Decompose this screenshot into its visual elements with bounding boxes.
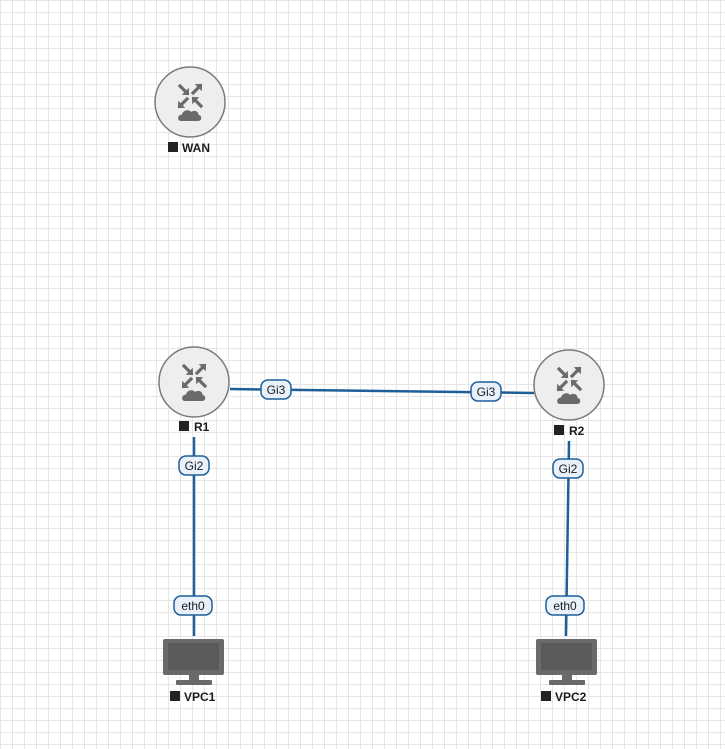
router-body: [154, 66, 226, 138]
node-r2[interactable]: R2: [533, 349, 605, 438]
router-body: [158, 346, 230, 418]
port-label-r2-gi2[interactable]: Gi2: [552, 458, 584, 479]
node-vpc2[interactable]: VPC2: [536, 639, 597, 704]
port-label-r1-gi2[interactable]: Gi2: [178, 455, 210, 476]
node-label-r1: R1: [194, 420, 210, 434]
port-label-text: eth0: [181, 599, 205, 613]
status-square: [170, 691, 180, 701]
port-label-text: eth0: [553, 599, 577, 613]
port-labels-layer: Gi3 Gi3 Gi2 eth0 Gi2 eth0: [173, 379, 585, 616]
node-r1[interactable]: R1: [158, 346, 230, 434]
monitor-icon: [536, 639, 597, 685]
status-square: [168, 142, 178, 152]
node-label-vpc2: VPC2: [555, 690, 587, 704]
node-vpc1[interactable]: VPC1: [163, 639, 224, 704]
node-label-vpc1: VPC1: [184, 690, 216, 704]
port-label-r1-gi3[interactable]: Gi3: [260, 379, 292, 400]
router-body: [533, 349, 605, 421]
port-label-vpc2-eth0[interactable]: eth0: [545, 595, 585, 616]
status-square: [179, 421, 189, 431]
port-label-vpc1-eth0[interactable]: eth0: [173, 595, 213, 616]
port-label-text: Gi2: [185, 459, 204, 473]
port-label-r2-gi3[interactable]: Gi3: [470, 381, 502, 402]
status-square: [554, 425, 564, 435]
node-label-r2: R2: [569, 424, 585, 438]
port-label-text: Gi3: [477, 385, 496, 399]
port-label-text: Gi3: [267, 383, 286, 397]
node-label-wan: WAN: [182, 141, 210, 155]
node-wan[interactable]: WAN: [154, 66, 226, 155]
port-label-text: Gi2: [559, 462, 578, 476]
monitor-icon: [163, 639, 224, 685]
status-square: [541, 691, 551, 701]
links-layer: [192, 387, 571, 637]
